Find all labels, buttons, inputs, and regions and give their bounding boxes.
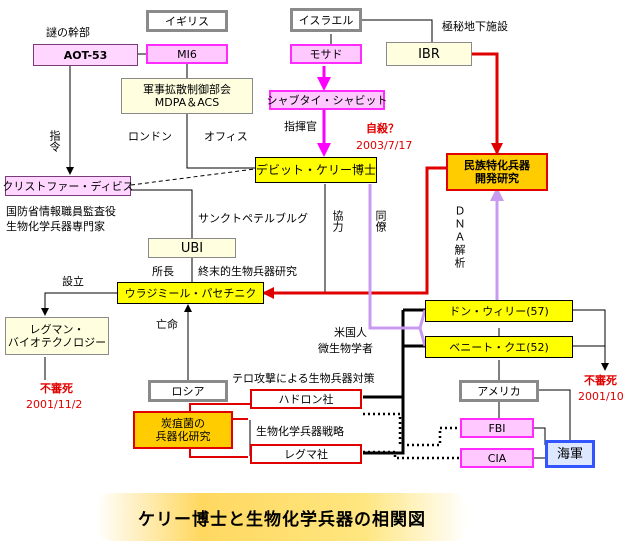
russia-node: ロシア [148,380,228,402]
davies-role2: 生物化学兵器専門家 [6,220,105,233]
ubi-node: UBI [148,238,236,258]
doomsday-label: 終末的生物兵器研究 [198,265,297,278]
cooperation-label: 協力 [331,210,344,232]
secret-exec-label: 謎の幹部 [46,26,90,39]
mdpa-line2: MDPA＆ACS [154,96,220,109]
unnatural-death-left: 不審死 [40,382,73,395]
pasechnik-node: ウラジミール・パセチニク [117,282,264,304]
ibr-node: IBR [386,42,472,66]
office-label: オフィス [204,130,248,143]
davies-kelly-dashed [130,168,256,186]
ethnic-line2: 開発研究 [475,172,519,185]
regma-bio-line2: バイオテクノロジー [7,336,107,349]
regma-cia-dotted [363,450,460,460]
navy-node: 海軍 [545,440,595,468]
davies-role1: 国防省情報職員監査役 [6,205,116,218]
unnatural-death-left-date: 2001/11/2 [26,398,83,411]
aot53-node: AOT-53 [33,44,138,66]
america-navy-link [539,389,571,440]
hadron-node: ハドロン社 [250,389,362,409]
commander-label: 指揮官 [284,120,317,133]
regma-bio-node: レグマン・ バイオテクノロジー [5,317,109,355]
ethnic-weapons-node: 民族特化兵器 開発研究 [446,153,548,191]
davies-ubi-link [131,189,193,238]
pasechnik-regma-bio-arrow [41,292,117,316]
kelly-colleague-link [368,184,427,347]
suicide-date: 2003/7/17 [356,139,413,152]
st-petersburg-label: サンクトペテルブルグ [198,212,308,225]
founded-label: 設立 [62,275,84,288]
unnatural-death-right: 不審死 [584,374,617,387]
colleague-label: 同僚 [374,210,387,232]
hadron-fbi-dotted [363,412,460,447]
london-label: ロンドン [128,130,172,143]
wiley-death-arrow [573,309,609,371]
anthrax-node: 炭疽菌の 兵器化研究 [133,411,233,449]
fbi-navy-link [534,427,546,445]
suicide-label: 自殺？ [366,122,399,135]
mdpa-kelly-link [186,115,255,169]
scientists-regma-link [363,310,405,455]
mdpa-line1: 軍事拡散制御部会 [143,83,231,96]
davies-node: クリストファー・ディビス [2,176,134,196]
america-node: アメリカ [459,380,539,402]
cia-node: CIA [460,448,534,468]
wiley-node: ドン・ウィリー(57) [425,300,573,322]
ibr-ethnic-arrow [472,52,503,155]
uk-node: イギリス [146,10,228,32]
shabtai-node: シャブタイ・シャビット [267,90,388,110]
american-micro-line2: 微生物学者 [318,342,373,355]
kue-node: ベニート・クエ(52) [425,336,573,358]
mdpa-node: 軍事拡散制御部会 MDPA＆ACS [121,78,253,114]
dna-label: ＤＮＡ解析 [453,205,466,270]
kelly-node: デビット・ケリー博士 [255,157,377,183]
terror-measures-label: テロ攻撃による生物兵器対策 [232,372,375,385]
israel-ibr-link [362,19,433,42]
ethnic-line1: 民族特化兵器 [464,159,530,172]
defection-label: 亡命 [156,318,178,331]
mossad-node: モサド [290,44,362,64]
bio-strategy-label: 生物化学兵器戦略 [256,425,344,438]
anthrax-line1: 炭疽菌の [161,417,205,430]
regma-bio-line1: レグマン・ [29,323,85,336]
director-label: 所長 [152,265,174,278]
mi6-node: MI6 [146,44,228,64]
american-micro-line1: 米国人 [334,326,367,339]
regma-node: レグマ社 [250,444,362,464]
unnatural-death-right-date: 2001/10 [578,390,624,403]
diagram-title: ケリー博士と生物化学兵器の相関図 [96,493,468,541]
fbi-node: FBI [460,418,534,438]
anthrax-line2: 兵器化研究 [155,430,211,443]
order-label: 指令 [48,130,61,152]
ethnic-pasechnik-arrow [262,166,446,299]
israel-node: イスラエル [290,8,362,32]
secret-facility-label: 極秘地下施設 [442,20,508,33]
